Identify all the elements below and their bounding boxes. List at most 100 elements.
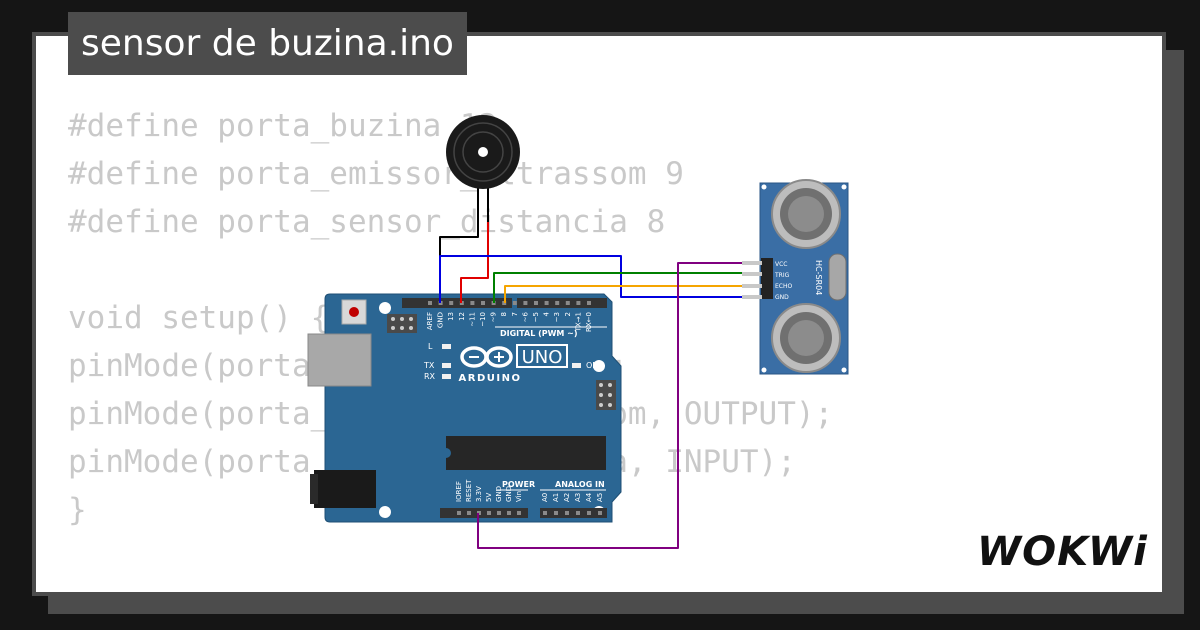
pin-label: GND bbox=[437, 312, 445, 328]
power-jack bbox=[314, 470, 376, 508]
pin-label: 3.3V bbox=[475, 486, 483, 502]
icsp-header-top bbox=[387, 314, 417, 333]
header-pin[interactable] bbox=[587, 511, 591, 515]
pin-label: A4 bbox=[585, 492, 593, 502]
wire-echo-pin8[interactable] bbox=[504, 285, 743, 303]
pin-label: 7 bbox=[511, 312, 519, 316]
header-pin[interactable] bbox=[512, 301, 517, 305]
wire-sensor-gnd[interactable] bbox=[439, 255, 743, 303]
led-rx-label: RX bbox=[424, 372, 436, 381]
analog-label: ANALOG IN bbox=[555, 480, 605, 489]
pin-label: A2 bbox=[563, 493, 571, 502]
sensor-header bbox=[761, 258, 773, 299]
header-pin[interactable] bbox=[576, 301, 581, 305]
analog-header bbox=[540, 508, 607, 518]
header-pin[interactable] bbox=[457, 511, 461, 515]
header-pin[interactable] bbox=[497, 511, 501, 515]
led-rx bbox=[442, 374, 451, 379]
atmega-chip bbox=[446, 436, 606, 470]
header-pin[interactable] bbox=[470, 301, 475, 305]
digital-label: DIGITAL (PWM ~) bbox=[500, 329, 578, 338]
header-pin[interactable] bbox=[481, 301, 485, 305]
header-pin[interactable] bbox=[554, 511, 558, 515]
pin-label: ~5 bbox=[532, 312, 540, 322]
code-line: void loop() { bbox=[68, 582, 833, 592]
pin-label: 5V bbox=[485, 493, 493, 502]
header-pin[interactable] bbox=[487, 511, 491, 515]
power-header bbox=[440, 508, 528, 518]
model-box bbox=[516, 344, 568, 368]
pin-label: A3 bbox=[574, 493, 582, 502]
pin-label: ~9 bbox=[490, 312, 498, 322]
wire-buzzer-pin12[interactable] bbox=[460, 222, 489, 303]
sensor-pin-label: ECHO bbox=[775, 283, 792, 290]
code-line: #define porta_sensor_distancia 8 bbox=[68, 204, 666, 240]
mounting-hole bbox=[379, 302, 391, 314]
header-pin[interactable] bbox=[543, 511, 547, 515]
buzzer[interactable] bbox=[446, 115, 520, 222]
digital-header bbox=[402, 298, 607, 308]
power-jack-tip bbox=[310, 474, 318, 504]
pin-label: ~11 bbox=[468, 312, 476, 327]
pin-label: GND bbox=[495, 486, 503, 502]
header-pin[interactable] bbox=[576, 511, 580, 515]
sensor-pin-label: GND bbox=[775, 294, 789, 301]
header-pin[interactable] bbox=[507, 511, 511, 515]
mounting-hole bbox=[379, 506, 391, 518]
pin-label: TX→1 bbox=[574, 312, 582, 332]
pin-label: 2 bbox=[564, 312, 572, 316]
pin-label: 13 bbox=[447, 312, 455, 321]
pin-label: ~6 bbox=[521, 311, 529, 322]
crystal-oscillator bbox=[828, 253, 847, 301]
header-pin[interactable] bbox=[534, 301, 538, 305]
reset-button-cap[interactable] bbox=[349, 307, 359, 317]
arduino-infinity-logo-icon bbox=[460, 346, 513, 368]
pin-label: GND bbox=[505, 486, 513, 502]
led-tx bbox=[442, 363, 451, 368]
sensor-pin-label: VCC bbox=[775, 261, 787, 268]
header-pin[interactable] bbox=[467, 511, 471, 515]
pin-label: RESET bbox=[465, 479, 473, 502]
header-pin[interactable] bbox=[517, 511, 521, 515]
pin-label: 8 bbox=[500, 312, 508, 316]
pin-label: 12 bbox=[458, 312, 466, 321]
pin-label: AREF bbox=[426, 312, 434, 330]
led-l-label: L bbox=[428, 342, 433, 351]
wire-vcc-5v[interactable] bbox=[477, 262, 743, 549]
header-pin[interactable] bbox=[598, 511, 602, 515]
header-pin[interactable] bbox=[555, 301, 560, 305]
header-pin[interactable] bbox=[428, 301, 432, 305]
ultrasonic-transducer-icon bbox=[771, 179, 841, 249]
sensor-pins bbox=[742, 261, 762, 299]
pin-label: A0 bbox=[541, 493, 549, 502]
pin-label: A5 bbox=[596, 493, 604, 502]
header-pin[interactable] bbox=[565, 511, 569, 515]
pin-label: RX←0 bbox=[585, 312, 593, 332]
header-pin[interactable] bbox=[523, 301, 528, 305]
code-line: void setup() { bbox=[68, 300, 330, 336]
led-on-label: ON bbox=[586, 361, 598, 370]
wokwi-logo[interactable]: WOKWi bbox=[977, 529, 1148, 575]
header-pin[interactable] bbox=[449, 301, 454, 305]
pin-label: ~3 bbox=[553, 312, 561, 322]
power-label: POWER bbox=[502, 480, 535, 489]
header-pin[interactable] bbox=[565, 301, 570, 305]
pin-label: Vin bbox=[515, 491, 523, 502]
wire-trig-pin9[interactable] bbox=[493, 272, 743, 303]
mounting-hole bbox=[593, 360, 605, 372]
header-pin[interactable] bbox=[544, 301, 549, 305]
project-title[interactable]: sensor de buzina.ino bbox=[68, 12, 467, 75]
sensor-model-label: HC-SR04 bbox=[814, 260, 823, 295]
pin-label: 4 bbox=[543, 311, 551, 316]
model-label: UNO bbox=[522, 347, 563, 368]
led-on bbox=[572, 363, 581, 368]
header-pin[interactable] bbox=[587, 301, 591, 305]
buzzer-hole bbox=[478, 147, 488, 157]
wire-buzzer-gnd[interactable] bbox=[439, 222, 479, 303]
